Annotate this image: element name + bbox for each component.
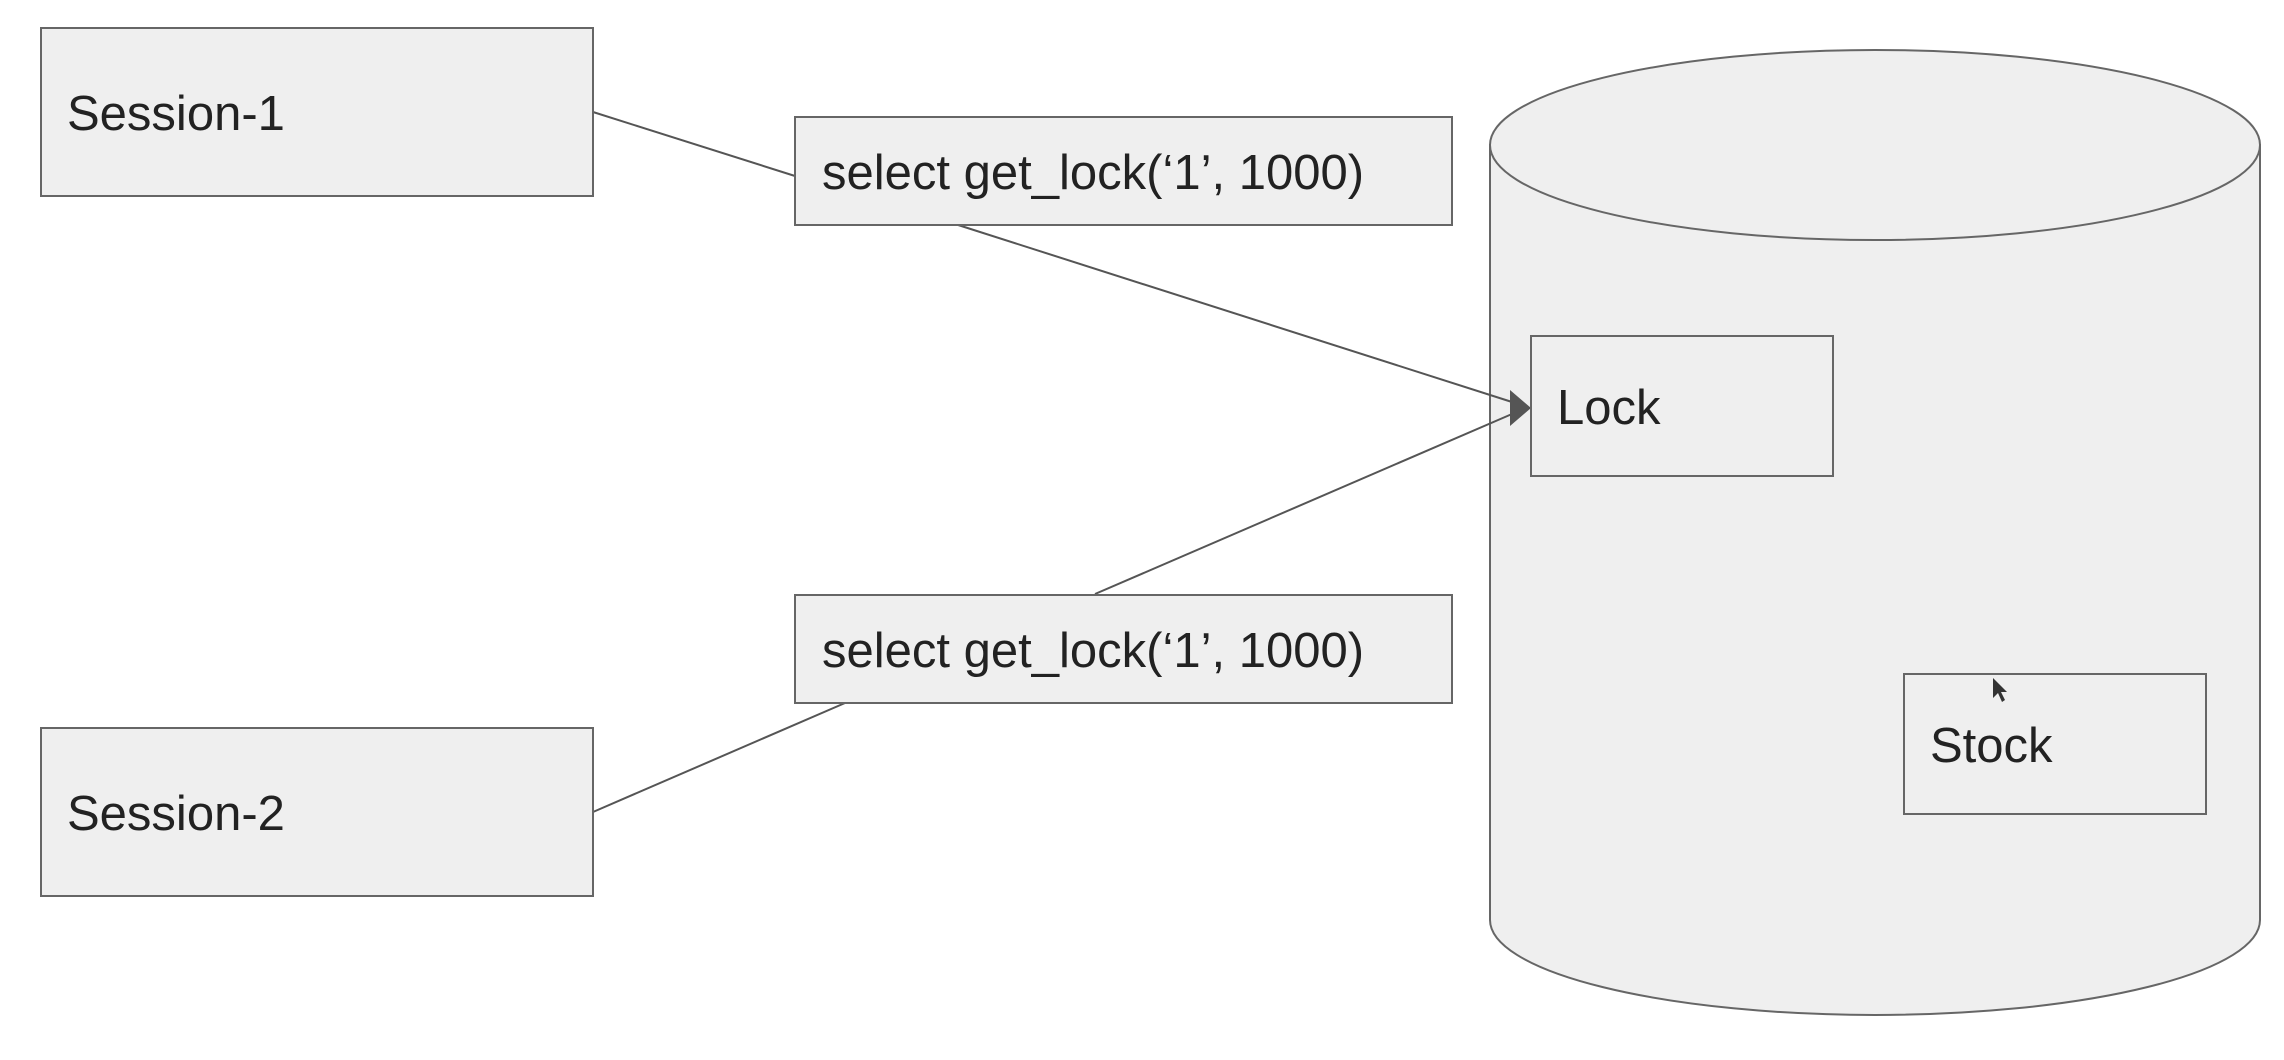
database-body <box>1489 144 2261 1016</box>
connector-query-1-to-lock <box>954 223 1513 403</box>
query-1-label: select get_lock(‘1’, 1000) <box>822 146 1364 200</box>
query-2-label: select get_lock(‘1’, 1000) <box>822 624 1364 678</box>
mouse-cursor-icon <box>1993 678 2007 702</box>
database-top <box>1489 49 2261 241</box>
session-2-box[interactable]: Session-2 <box>40 727 594 897</box>
query-2-box[interactable]: select get_lock(‘1’, 1000) <box>794 594 1453 704</box>
lock-box[interactable]: Lock <box>1530 335 1834 477</box>
stock-box[interactable]: Stock <box>1903 673 2207 815</box>
arrowhead-icon <box>1510 390 1531 426</box>
connector-session-1-to-query-1 <box>592 111 796 177</box>
database-cylinder <box>1489 49 2261 1016</box>
session-2-label: Session-2 <box>67 787 285 841</box>
stock-label: Stock <box>1930 719 2053 773</box>
connector-session-2-to-query-2 <box>592 702 846 813</box>
connector-query-2-to-lock <box>1094 413 1513 595</box>
query-1-box[interactable]: select get_lock(‘1’, 1000) <box>794 116 1453 226</box>
session-1-label: Session-1 <box>67 87 285 141</box>
session-1-box[interactable]: Session-1 <box>40 27 594 197</box>
lock-label: Lock <box>1557 381 1661 435</box>
